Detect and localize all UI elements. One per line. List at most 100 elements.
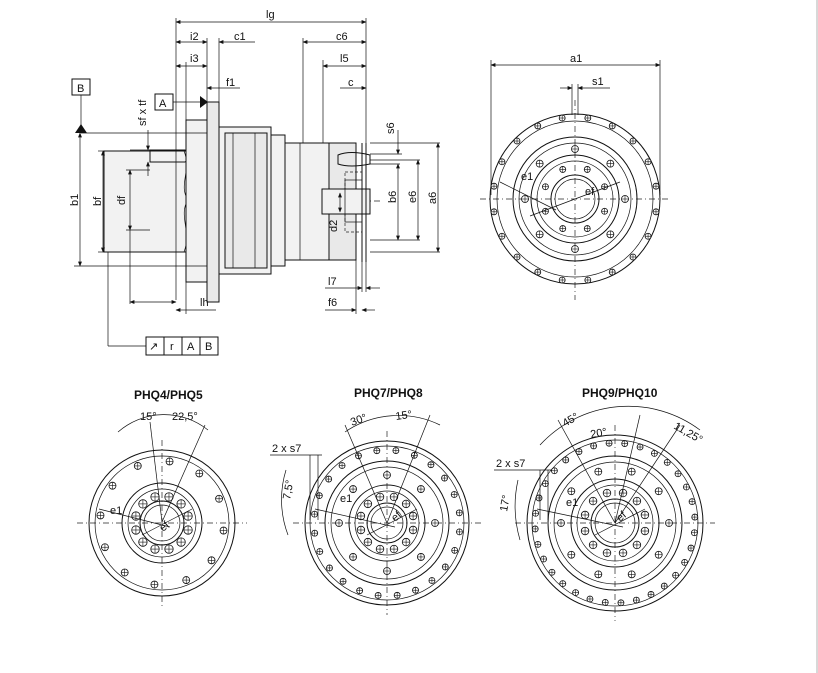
flange-hole [590,442,598,450]
mounting-hole [606,159,615,168]
variant-view-2 [515,425,715,621]
flange-hole [219,526,228,535]
flange-hole [575,448,583,455]
output-hole [542,183,549,191]
flange-hole [315,492,323,500]
output-hole [150,544,160,554]
phq4-ef: ef [157,519,172,535]
output-hole [183,511,193,521]
flange-hole [441,474,448,482]
dim-b1: b1 [69,194,81,206]
flange-hole [182,576,191,584]
mounting-hole [535,230,544,239]
phq7-slot: 2 x s7 [272,443,301,455]
flange-hole [541,480,549,488]
flange-hole [535,494,543,502]
flange-hole [215,494,223,503]
mounting-hole [349,485,357,493]
flange-hole [427,461,435,469]
mounting-hole [335,519,343,527]
flange-hole [586,595,594,603]
dim-df: df [116,195,128,205]
output-hole [176,499,186,509]
flange-hole [605,439,613,447]
flange-hole [683,483,690,491]
label-ef: ef [585,186,595,198]
output-hole [588,496,598,506]
flange-hole [393,591,401,599]
flange-hole [338,462,346,469]
page-edge [816,0,818,673]
flange-hole [644,232,652,240]
flange-hole [629,137,637,145]
flange-hole [326,564,333,572]
output-hole [375,492,385,502]
variant-view-0 [77,440,247,606]
output-hole [640,526,650,536]
mounting-hole [571,245,579,253]
side-view: lg i2 c1 i3 f1 c6 l5 c B A sf x tf [69,9,440,356]
flange-hole [681,558,689,566]
output-hole [356,511,366,521]
flange-hole [584,114,592,122]
flange-hole [373,447,381,455]
output-hole [408,511,418,521]
output-hole [580,526,590,536]
output-hole [602,548,612,558]
output-hole [389,492,399,502]
flange-hole [356,587,364,595]
output-hole [401,537,411,547]
dim-d2: d2 [328,220,340,232]
flange-hole [650,449,658,457]
dim-l5: l5 [340,53,349,65]
dim-i2: i2 [190,31,199,43]
flange-hole [572,589,580,597]
output-hole [138,499,148,509]
flange-hole [621,440,629,447]
dim-bf: bf [92,196,104,206]
flange-hole [562,456,570,464]
dim-sfxtf: sf x tf [137,99,149,126]
phq7-e1: e1 [340,493,352,505]
mounting-hole [383,471,391,479]
flange-hole [96,511,105,520]
dim-a1: a1 [570,53,582,65]
datum-b-label: B [77,83,84,95]
output-hole [176,537,186,547]
tol-a: A [187,341,195,353]
output-hole [601,207,608,215]
dim-s6: s6 [385,122,397,134]
output-hole [618,488,628,498]
flange-hole [513,137,521,145]
flange-hole [311,529,319,537]
flange-hole [559,580,567,588]
phq4-angle-b: 22,5° [172,411,198,423]
flange-hole [608,122,616,130]
flange-hole [629,253,637,261]
mounting-hole [521,195,529,203]
mounting-hole [567,487,576,496]
tol-b: B [205,341,212,353]
mounting-hole [594,467,603,476]
flange-hole [691,513,699,521]
flange-hole [339,577,347,585]
output-hole [150,492,160,502]
phq4-e1: e1 [110,505,122,517]
output-hole [602,488,612,498]
flange-hole [456,528,463,536]
flange-hole [534,540,542,548]
flange-hole [450,491,458,498]
flange-hole [688,498,696,506]
mounting-hole [665,519,673,527]
mounting-hole [654,550,663,559]
flange-hole [108,481,117,490]
output-hole [356,525,366,535]
dim-i3: i3 [190,53,199,65]
mounting-hole [557,519,565,527]
datum-a-label: A [159,98,167,110]
variant-title-phq9: PHQ9/PHQ10 [582,386,658,400]
flange-hole [165,457,174,466]
output-shaft [103,150,187,253]
phq9-ef: ef [614,509,629,525]
